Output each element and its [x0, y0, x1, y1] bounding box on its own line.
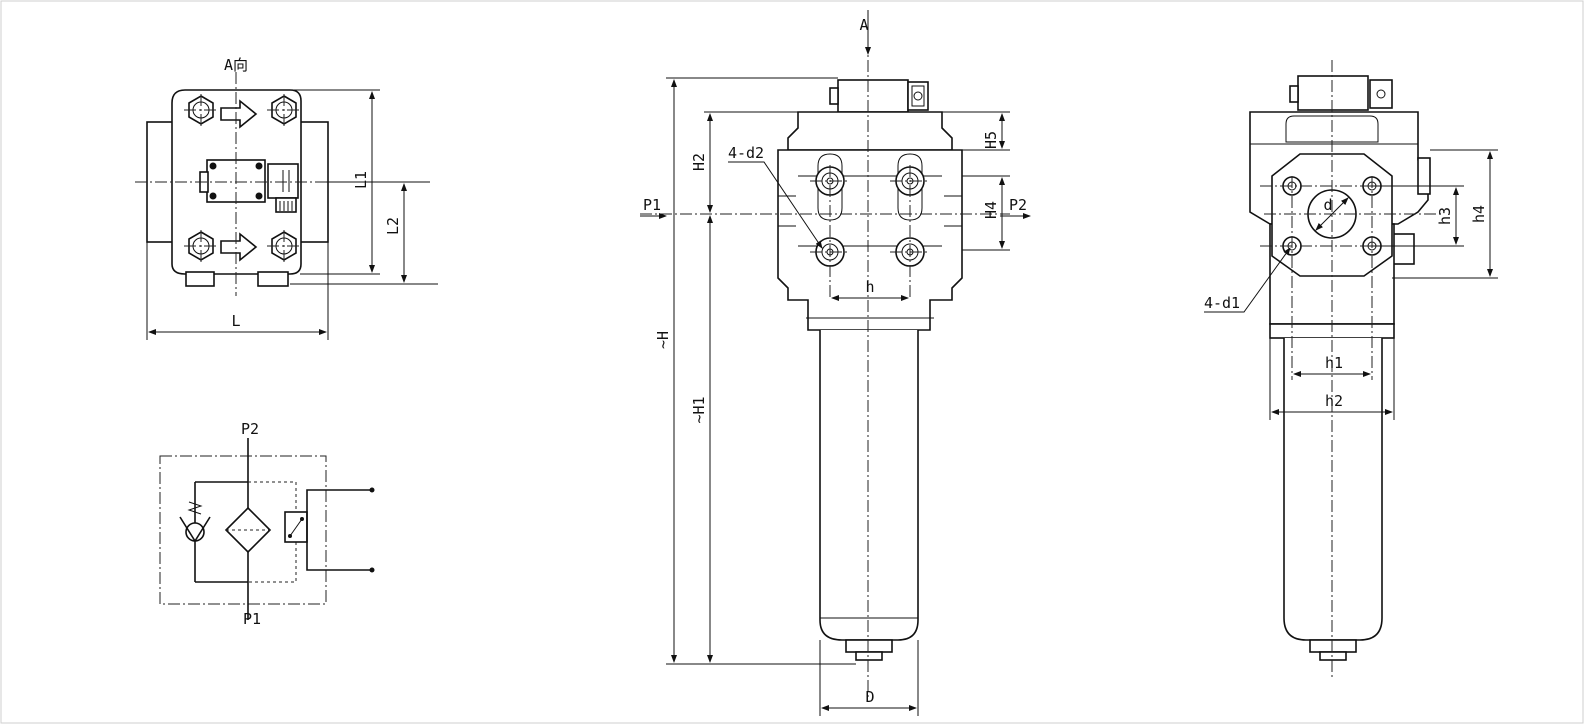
screw-dot-icon: [255, 162, 263, 170]
dim-label-d: d: [1323, 196, 1332, 214]
front-arrow-label: A: [859, 16, 868, 34]
dim-label-H4: H4: [982, 201, 1000, 219]
dim-label-h1: h1: [1325, 354, 1343, 372]
screw-dot-icon: [209, 192, 217, 200]
spring-icon: [187, 501, 203, 515]
schematic-port-top: P2: [241, 420, 259, 438]
dim-label-H5: H5: [982, 131, 1000, 149]
dim-label-H: ~H: [654, 331, 672, 349]
dim-label-h4: h4: [1470, 205, 1488, 223]
top-foot-left: [185, 271, 215, 287]
hole-callout-d1: 4-d1: [1204, 294, 1240, 312]
dim-label-L1: L1: [352, 171, 370, 189]
terminal-icon: [369, 567, 375, 573]
lifting-handle: [1285, 115, 1379, 143]
inlet-label: P1: [643, 196, 661, 214]
filter-bowl: [819, 330, 919, 641]
dim-label-h3: h3: [1436, 207, 1454, 225]
hydraulic-schematic: [159, 438, 375, 620]
dim-label-h2: h2: [1325, 392, 1343, 410]
drain-plug: [845, 639, 893, 653]
check-valve-seat: [179, 516, 211, 543]
filter-head-cap: [787, 111, 953, 151]
screw-dot-icon: [255, 192, 263, 200]
dim-label-D: D: [865, 688, 874, 706]
schematic-port-bottom: P1: [243, 610, 261, 628]
screw-dot-icon: [209, 162, 217, 170]
view-direction-label: A向: [224, 56, 248, 74]
top-view: [135, 72, 438, 340]
indicator-housing: [837, 79, 909, 113]
side-drain-plug: [1309, 639, 1357, 653]
filter-symbol-icon: [224, 506, 272, 554]
dim-label-L: L: [231, 312, 240, 330]
terminal-icon: [369, 487, 375, 493]
dim-label-H1: ~H1: [690, 396, 708, 423]
top-foot-right: [257, 271, 289, 287]
hole-callout-d2: 4-d2: [728, 144, 764, 162]
flow-arrow-icon: [220, 232, 258, 262]
side-view: [1204, 60, 1498, 680]
front-view: [640, 10, 1031, 716]
schematic-envelope: [159, 455, 327, 605]
cable-gland: [275, 197, 297, 213]
flow-arrow-icon: [220, 99, 258, 129]
dim-label-L2: L2: [384, 217, 402, 235]
outlet-label: P2: [1009, 196, 1027, 214]
side-bowl: [1283, 338, 1383, 641]
indicator-plug: [907, 81, 929, 111]
filter-head-body: [777, 149, 963, 331]
dim-label-H2: H2: [690, 153, 708, 171]
dim-label-h: h: [865, 278, 874, 296]
side-indicator-housing: [1297, 75, 1369, 111]
